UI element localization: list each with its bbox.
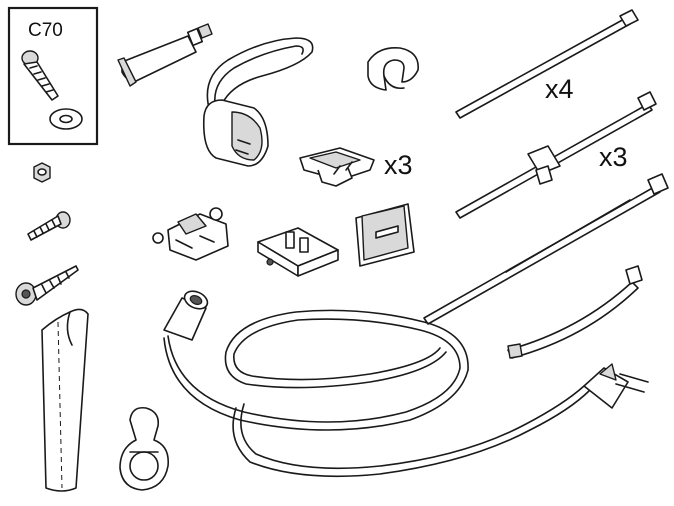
hex-nut-icon: [33, 162, 51, 183]
screw-icon: [21, 50, 59, 101]
cable-tie-anchor-quantity: x3: [599, 142, 628, 172]
cable-tie-long-icon: [455, 9, 639, 119]
short-cable-tie-icon: [507, 265, 643, 359]
wood-screw-icon: [15, 265, 79, 306]
grease-tube-icon: [117, 23, 213, 87]
hose-clamp-icon: [119, 406, 170, 491]
mount-clip-quantity: x3: [384, 150, 413, 180]
cable-tie-anchor-icon: [455, 91, 657, 219]
bracket-assembly-icon: [152, 207, 229, 261]
sensor-with-strap-icon: [202, 37, 314, 167]
rubber-pad-icon: [355, 203, 415, 267]
machine-screw-icon: [27, 211, 71, 241]
cable-clip-icon: [367, 46, 419, 91]
protective-sleeve-icon: [41, 308, 89, 492]
cable-tie-icon: [423, 173, 669, 325]
connector-block-icon: [257, 227, 339, 277]
c70-parts-box: C70: [7, 6, 99, 146]
power-cable-icon: [163, 290, 649, 478]
cable-tie-long-quantity: x4: [545, 74, 574, 104]
c70-label: C70: [28, 20, 63, 41]
washer-icon: [49, 108, 83, 130]
mount-clip-icon: [299, 147, 375, 187]
